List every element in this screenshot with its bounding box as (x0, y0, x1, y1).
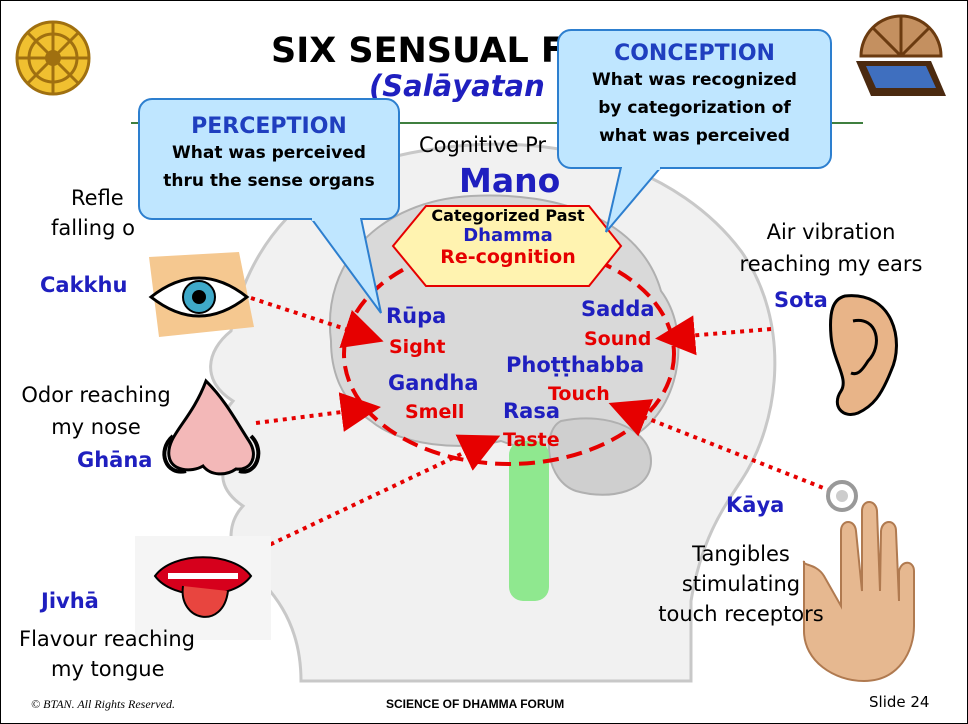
hexagon-line2: Dhamma (413, 225, 603, 246)
jivha-label: Jivhā (41, 589, 99, 613)
taste-label: Taste (503, 429, 560, 451)
ghana-desc-line1: Odor reaching (16, 379, 176, 411)
photthabba-label: Phoṭṭhabba (506, 353, 644, 377)
conception-line2: by categorization of (559, 94, 830, 122)
dhamma-hexagon-text: Categorized Past Dhamma Re-cognition (413, 206, 603, 268)
kaya-desc-line3: touch receptors (641, 599, 841, 629)
sight-label: Sight (389, 336, 445, 358)
eye-icon (149, 252, 254, 337)
jivha-desc-line2: my tongue (19, 654, 195, 684)
page-subtitle: (Salāyatan (369, 69, 545, 103)
copyright-text: © BTAN. All Rights Reserved. (31, 697, 175, 712)
cakkhu-desc-line2: falling o (51, 213, 211, 243)
gandha-label: Gandha (388, 371, 479, 395)
wheel-book-icon (856, 16, 946, 96)
kaya-desc-line1: Tangibles (641, 539, 841, 569)
conception-callout: CONCEPTION What was recognized by catego… (557, 29, 832, 169)
forum-name: SCIENCE OF DHAMMA FORUM (386, 697, 564, 711)
conception-heading: CONCEPTION (559, 41, 830, 66)
ear-icon (831, 296, 897, 415)
slide-number: Slide 24 (869, 693, 929, 711)
conception-callout-tail (601, 167, 681, 237)
rasa-label: Rasa (503, 399, 560, 423)
ghana-description: Odor reaching my nose (16, 379, 176, 443)
kaya-description: Tangibles stimulating touch receptors (641, 539, 841, 629)
sota-desc-line1: Air vibration (721, 216, 941, 248)
perception-heading: PERCEPTION (140, 114, 398, 139)
sota-desc-line2: reaching my ears (721, 248, 941, 280)
cakkhu-description: Refle falling o (51, 183, 211, 243)
cognitive-label: Cognitive Pr (419, 133, 546, 157)
sound-label: Sound (584, 328, 651, 350)
smell-label: Smell (405, 401, 464, 423)
jivha-description: Flavour reaching my tongue (19, 624, 195, 684)
ghana-desc-line2: my nose (16, 411, 176, 443)
jivha-desc-line1: Flavour reaching (19, 624, 195, 654)
conception-line3: what was perceived (559, 122, 830, 150)
perception-callout-tail (301, 218, 391, 318)
kaya-label: Kāya (726, 493, 784, 517)
cakkhu-desc-line1: Refle (51, 183, 211, 213)
dharma-wheel-icon (17, 22, 89, 94)
sota-label: Sota (774, 288, 828, 312)
sadda-label: Sadda (581, 297, 655, 321)
rupa-label: Rūpa (386, 304, 446, 328)
cakkhu-label: Cakkhu (40, 273, 127, 297)
kaya-desc-line2: stimulating (641, 569, 841, 599)
ghana-label: Ghāna (77, 448, 152, 472)
hexagon-line1: Categorized Past (413, 206, 603, 225)
perception-line1: What was perceived (140, 139, 398, 167)
sota-description: Air vibration reaching my ears (721, 216, 941, 280)
conception-line1: What was recognized (559, 66, 830, 94)
hexagon-line3: Re-cognition (413, 246, 603, 268)
mano-label: Mano (459, 161, 560, 200)
